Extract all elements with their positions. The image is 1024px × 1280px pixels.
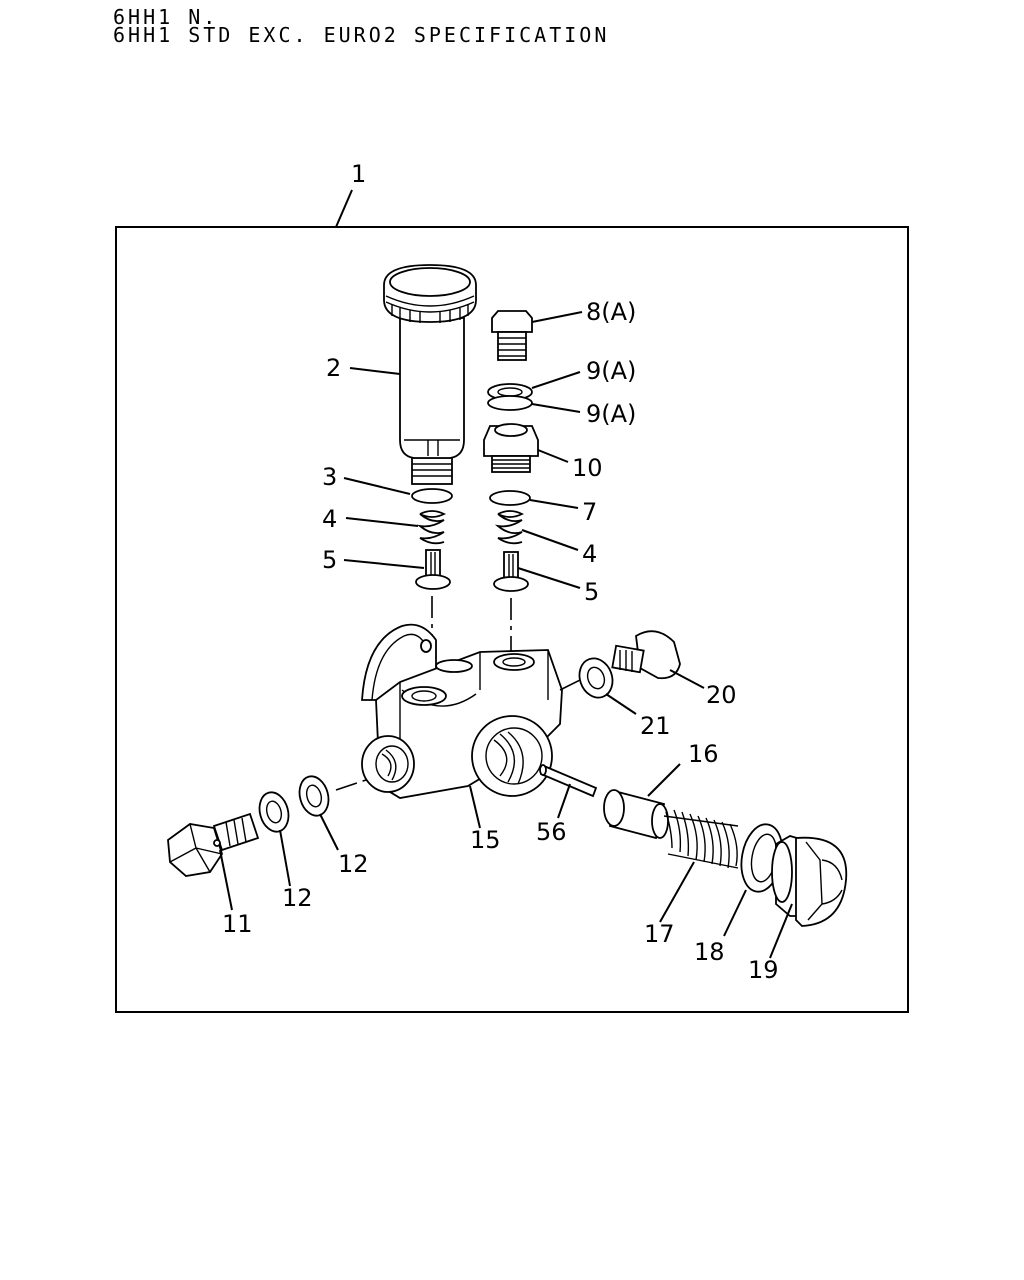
- callout-3: 3: [322, 463, 337, 491]
- leader-4b: [521, 529, 579, 551]
- part-21-washer: [578, 657, 614, 699]
- part-5-valve-left: [415, 549, 451, 590]
- callout-9-upper: 9(A): [586, 357, 636, 385]
- callout-19: 19: [748, 956, 779, 984]
- part-9-washers: [487, 383, 533, 411]
- part-12-washer-outer: [258, 791, 290, 833]
- callout-18: 18: [694, 938, 725, 966]
- part-8-valve-bolt: [491, 310, 533, 361]
- header-line-2: 6HH1 STD EXC. EURO2 SPECIFICATION: [113, 23, 610, 47]
- part-5-valve-right: [493, 551, 529, 592]
- leader-16: [647, 763, 681, 797]
- part-16-sleeve: [603, 789, 669, 840]
- part-7-o-ring: [489, 490, 531, 506]
- assembly-frame: [115, 226, 909, 1013]
- callout-5-left: 5: [322, 546, 337, 574]
- part-56-pin: [539, 764, 598, 798]
- leader-3: [343, 477, 411, 495]
- leader-21: [605, 693, 637, 715]
- part-19-plug-bolt: [771, 835, 848, 927]
- callout-10: 10: [572, 454, 603, 482]
- leader-9a: [531, 371, 581, 389]
- callout-16: 16: [688, 740, 719, 768]
- callout-12-outer: 12: [282, 884, 313, 912]
- callout-9-lower: 9(A): [586, 400, 636, 428]
- part-17-spring: [663, 809, 739, 869]
- part-4-spring-right: [494, 510, 525, 545]
- leader-56: [557, 783, 571, 819]
- callout-21: 21: [640, 712, 671, 740]
- part-11-eye-bolt: [167, 812, 260, 877]
- callout-4-left: 4: [322, 505, 337, 533]
- callout-15: 15: [470, 826, 501, 854]
- leader-18: [723, 889, 747, 937]
- callout-5-right: 5: [584, 578, 599, 606]
- leader-5b: [517, 567, 581, 589]
- part-2-priming-pump: [383, 264, 477, 485]
- callout-56: 56: [536, 818, 567, 846]
- leader-5a: [343, 559, 425, 569]
- leader-12a: [319, 813, 339, 851]
- leader-17: [659, 861, 695, 923]
- leader-20: [669, 669, 705, 689]
- callout-1: 1: [351, 160, 366, 188]
- leader-10: [537, 449, 569, 463]
- callout-11: 11: [222, 910, 253, 938]
- callout-2: 2: [326, 354, 341, 382]
- leader-7: [529, 499, 579, 509]
- part-15-pump-body: [361, 623, 563, 799]
- leader-9b: [531, 403, 581, 413]
- callout-7: 7: [582, 498, 597, 526]
- leader-12b: [279, 829, 291, 887]
- part-4-spring-left: [416, 510, 447, 545]
- part-20-plug: [611, 630, 681, 680]
- part-10-connector: [483, 423, 539, 473]
- leader-15: [469, 785, 481, 829]
- header-line-1: 6HH1 N.: [113, 5, 219, 29]
- leader-2: [349, 367, 401, 375]
- leader-19: [769, 903, 793, 959]
- part-12-washer-inner: [298, 775, 330, 817]
- callout-8: 8(A): [586, 298, 636, 326]
- callout-20: 20: [706, 681, 737, 709]
- leader-8: [531, 311, 583, 323]
- leader-1: [335, 189, 353, 228]
- part-3-o-ring: [411, 488, 453, 504]
- leader-11: [219, 849, 233, 911]
- callout-12-inner: 12: [338, 850, 369, 878]
- callout-17: 17: [644, 920, 675, 948]
- leader-4a: [345, 517, 419, 527]
- centerline-20: [559, 679, 581, 691]
- callout-4-right: 4: [582, 540, 597, 568]
- centerline-left-port: [335, 777, 373, 791]
